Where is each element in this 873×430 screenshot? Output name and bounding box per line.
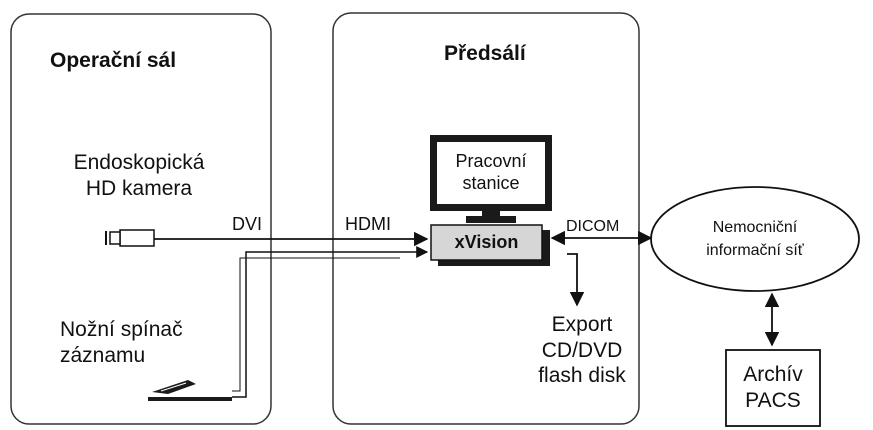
export-label: Export CD/DVD flash disk [517, 312, 647, 389]
network-ellipse [650, 186, 860, 292]
hdmi-label: HDMI [345, 214, 391, 234]
archive-box [725, 349, 821, 427]
export-label-line1: Export [551, 313, 613, 336]
footswitch-label: Nožní spínač záznamu [60, 317, 183, 368]
network-label-line2: informační síť [706, 242, 804, 260]
footswitch-cable-line [232, 246, 429, 398]
network-label-line1: Nemocniční [712, 219, 798, 236]
footswitch-cable-inner-line [232, 257, 400, 392]
workstation-label-line2: stanice [462, 172, 520, 193]
workstation-monitor [430, 135, 552, 223]
dicom-label: DICOM [566, 218, 620, 235]
dvi-label: DVI [232, 214, 263, 234]
archive-label: Archív PACS [726, 362, 820, 413]
camera-label-line2: HD kamera [85, 176, 193, 200]
operating-room-heading: Operační sál [50, 49, 177, 72]
operating-room-panel [10, 13, 272, 425]
xvision-box [430, 224, 550, 266]
export-label-line3: flash disk [538, 364, 626, 388]
camera-icon [105, 229, 155, 247]
archive-label-line1: Archív [743, 363, 803, 386]
workstation-label-line1: Pracovní [455, 151, 527, 171]
anteroom-panel [332, 12, 640, 425]
camera-label-line1: Endoskopická [73, 151, 205, 174]
anteroom-heading: Předsálí [444, 42, 526, 65]
xvision-label: xVision [454, 232, 519, 252]
footswitch-label-line1: Nožní spínač [60, 318, 183, 341]
network-label: Nemocniční informační síť [671, 216, 839, 262]
footswitch-label-line2: záznamu [60, 343, 146, 367]
camera-label: Endoskopická HD kamera [58, 150, 220, 201]
workstation-label: Pracovní stanice [437, 151, 545, 195]
export-label-line2: CD/DVD [541, 338, 623, 362]
footswitch-icon [148, 380, 232, 401]
archive-label-line2: PACS [745, 388, 801, 412]
export-arrow-line [567, 253, 585, 307]
